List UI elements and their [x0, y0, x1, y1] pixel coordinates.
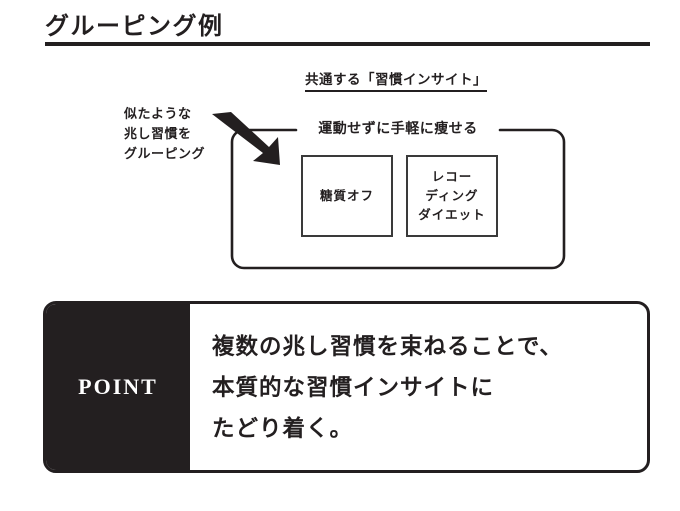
thick-diagonal-arrow-icon [212, 112, 280, 165]
habit-item-label: レコーディングダイエット [418, 169, 486, 222]
point-text-line: たどり着く。 [212, 415, 354, 441]
point-panel: POINT 複数の兆し習慣を束ねることで、 本質的な習慣インサイトに たどり着く… [43, 301, 650, 473]
grouping-annotation-line-2: 兆し習慣を [124, 126, 192, 141]
grouping-annotation: 似たような 兆し習慣を グルーピング [124, 104, 205, 164]
habit-item[interactable]: レコーディングダイエット [406, 155, 498, 237]
page-title: グルーピング例 [45, 13, 224, 40]
habit-group-legend-text: 運動せずに手軽に痩せる [311, 120, 485, 136]
point-label-cell: POINT [46, 304, 190, 470]
point-text-line: 本質的な習慣インサイトに [212, 374, 495, 400]
habit-item[interactable]: 糖質オフ [301, 155, 393, 237]
habit-group-box: 運動せずに手軽に痩せる 糖質オフ レコーディングダイエット [230, 120, 566, 270]
grouping-diagram: 共通する「習慣インサイト」 似たような 兆し習慣を グルーピング 運動せずに手軽… [124, 68, 566, 270]
habit-item-label: 糖質オフ [319, 188, 374, 203]
grouping-annotation-line-3: グルーピング [124, 146, 206, 161]
title-divider-rule [45, 42, 650, 46]
insight-heading: 共通する「習慣インサイト」 [305, 68, 487, 92]
point-body: 複数の兆し習慣を束ねることで、 本質的な習慣インサイトに たどり着く。 [190, 304, 647, 470]
habit-item-list: 糖質オフ レコーディングダイエット [230, 128, 566, 270]
grouping-annotation-line-1: 似たような [124, 106, 192, 121]
point-label: POINT [78, 374, 158, 399]
habit-group-legend: 運動せずに手軽に痩せる [230, 118, 566, 138]
point-text-line: 複数の兆し習慣を束ねることで、 [212, 333, 563, 359]
habit-group-frame [230, 128, 566, 270]
